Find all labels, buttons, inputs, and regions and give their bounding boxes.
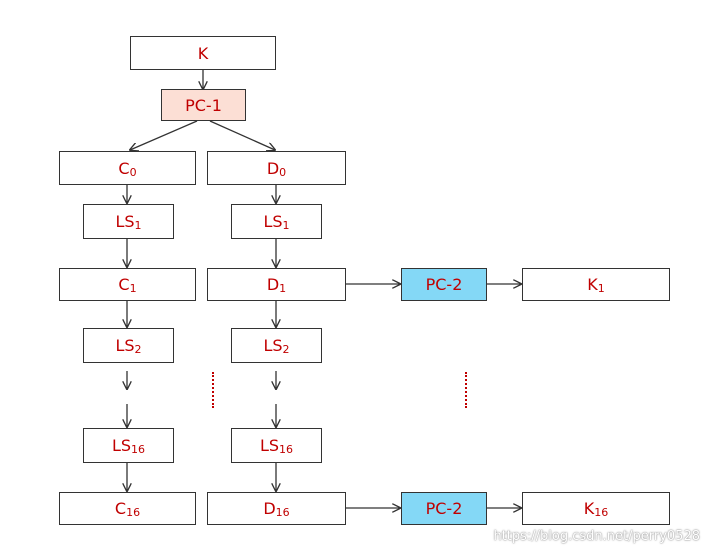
watermark: https://blog.csdn.net/perry0528: [493, 529, 700, 544]
box-pc1: PC-1: [161, 89, 246, 121]
arrow-pc1-to-c0: [130, 120, 198, 150]
box-k: K: [130, 36, 276, 70]
box-pc2-top: PC-2: [401, 268, 487, 301]
box-pc2-bottom: PC-2: [401, 492, 487, 525]
arrow-pc1-to-d0: [209, 120, 275, 150]
ellipsis-dots-right: [465, 372, 469, 408]
ellipsis-dots-middle: [212, 372, 216, 408]
